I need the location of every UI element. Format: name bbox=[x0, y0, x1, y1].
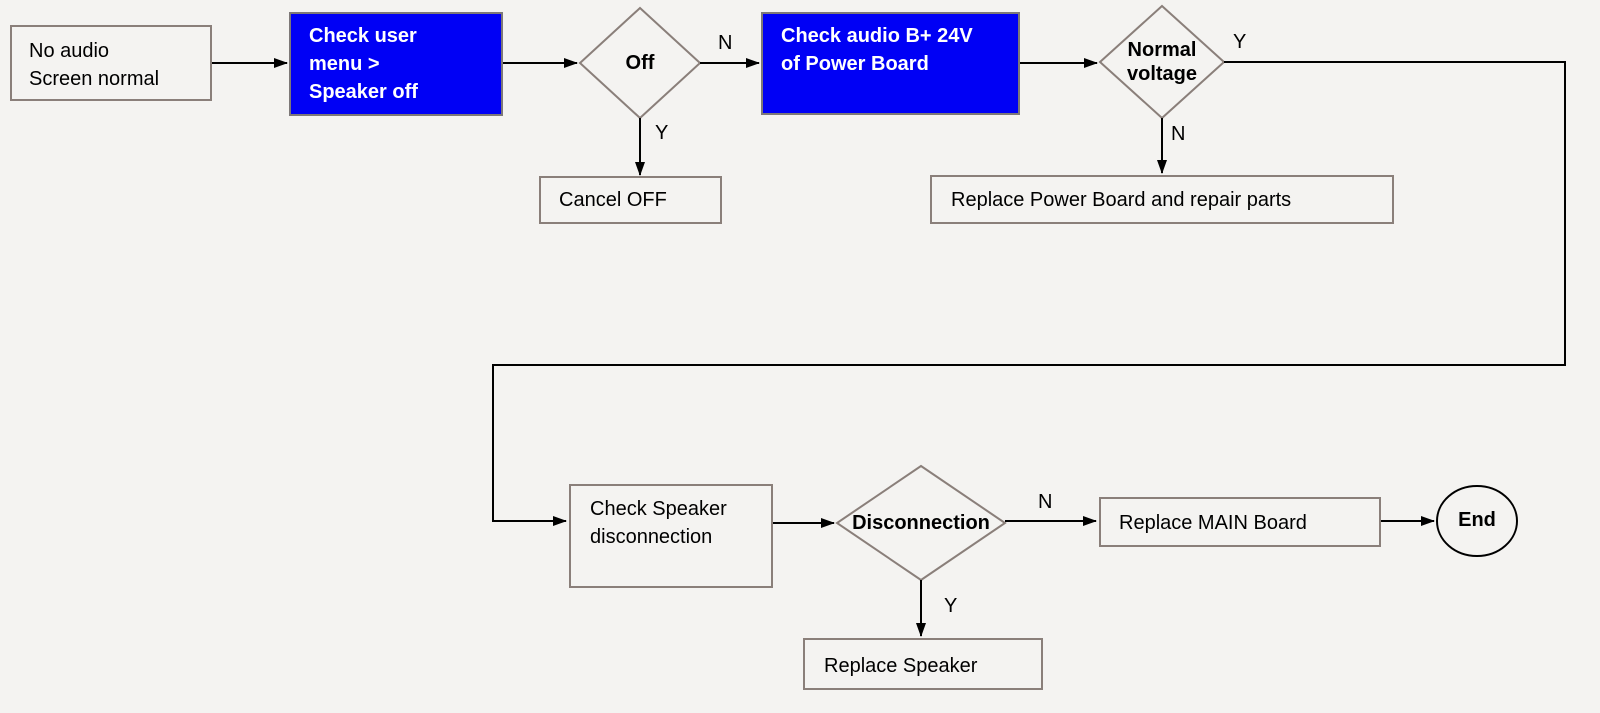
disconnection-yes-label: Y bbox=[944, 595, 958, 617]
check-speaker-node: Check Speaker disconnection bbox=[569, 484, 773, 588]
replace-power-board-node: Replace Power Board and repair parts bbox=[930, 175, 1394, 224]
off-decision-label: Off bbox=[625, 52, 655, 74]
normal-voltage-decision-label: Normal voltage bbox=[1126, 39, 1198, 85]
check-audio-b-node: Check audio B+ 24V of Power Board bbox=[761, 12, 1020, 115]
replace-speaker-node: Replace Speaker bbox=[803, 638, 1043, 690]
cancel-off-node: Cancel OFF bbox=[539, 176, 722, 224]
end-terminator-shape bbox=[1436, 485, 1518, 557]
check-user-menu-node: Check user menu > Speaker off bbox=[289, 12, 503, 116]
off-yes-label: Y bbox=[655, 122, 669, 144]
replace-main-board-node: Replace MAIN Board bbox=[1099, 497, 1381, 547]
end-node: End bbox=[1458, 509, 1496, 531]
voltage-yes-label: Y bbox=[1233, 31, 1247, 53]
connector-voltage-yes-loop bbox=[492, 61, 1566, 526]
voltage-no-label: N bbox=[1171, 123, 1186, 145]
off-no-label: N bbox=[718, 32, 733, 54]
disconnection-decision-label: Disconnection bbox=[852, 512, 990, 534]
start-node: No audio Screen normal bbox=[10, 25, 212, 101]
disconnection-no-label: N bbox=[1038, 491, 1053, 513]
